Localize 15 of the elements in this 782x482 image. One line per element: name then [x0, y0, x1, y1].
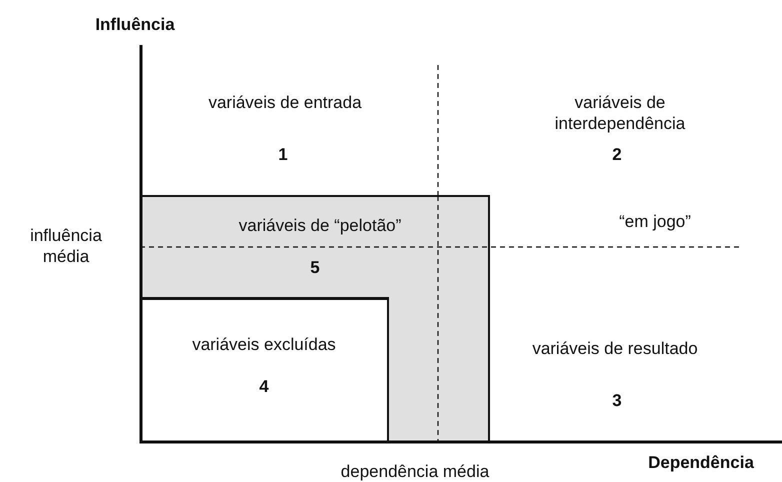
region-number: 4 — [258, 376, 270, 397]
region-label: variáveis excluídas — [191, 334, 337, 355]
quadrant-number: 2 — [611, 144, 623, 165]
axis-title: Dependência — [647, 452, 755, 473]
axis-midpoint-label: influência média — [29, 225, 103, 267]
quadrant-label: variáveis de interdependência — [554, 92, 686, 134]
quadrant-label: variáveis de entrada — [207, 92, 363, 113]
quadrant-label: variáveis de resultado — [531, 338, 699, 359]
quadrant-number: 1 — [277, 144, 289, 165]
region-number: 5 — [309, 257, 321, 278]
quadrant-number: 3 — [611, 390, 623, 411]
axis-midpoint-label: dependência média — [340, 461, 490, 482]
zone-label: “em jogo” — [618, 211, 692, 232]
region-label: variáveis de “pelotão” — [238, 215, 402, 236]
axis-title: Influência — [94, 14, 176, 35]
